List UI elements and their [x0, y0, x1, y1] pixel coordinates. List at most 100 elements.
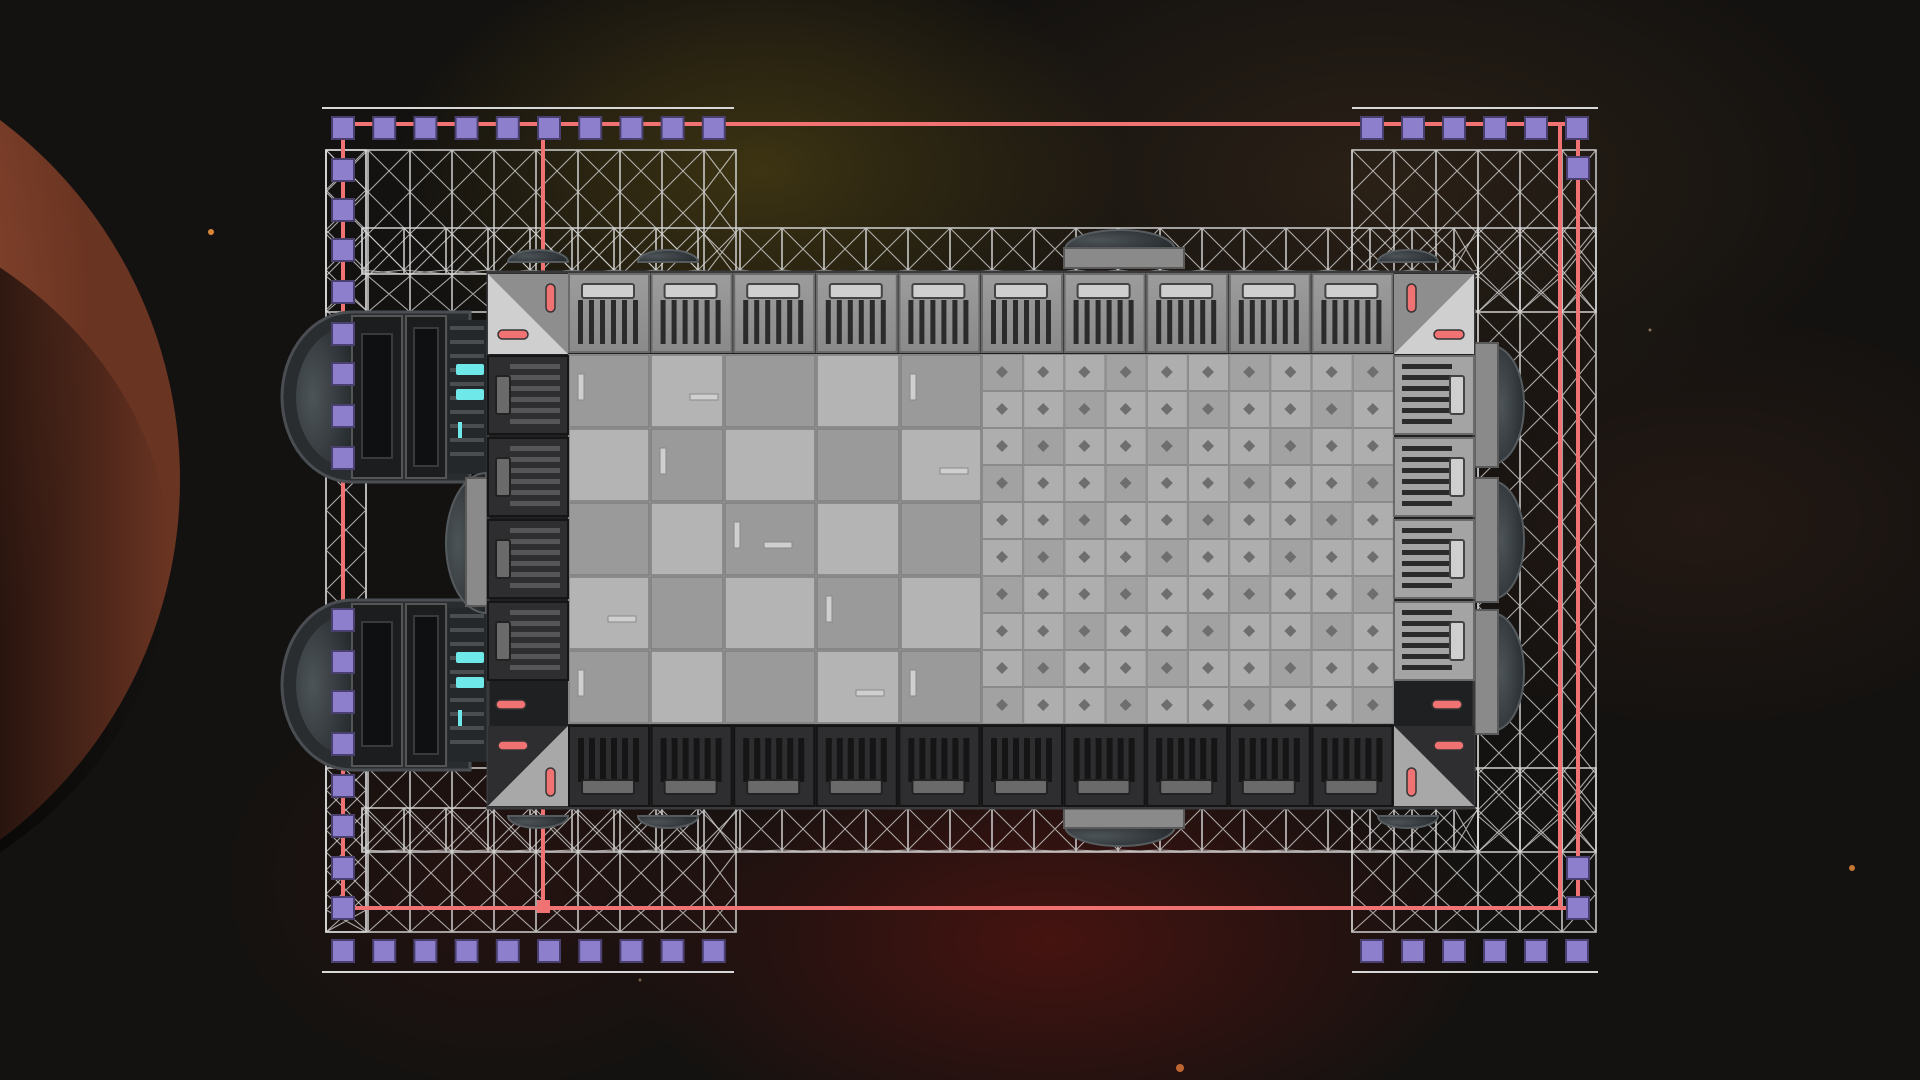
ship-hull[interactable]	[486, 270, 1476, 810]
connector-node-icon	[331, 939, 355, 963]
connector-node-icon	[331, 732, 355, 756]
rivet-icon	[1037, 662, 1050, 674]
bay-handle-icon	[1159, 779, 1214, 795]
vent-icon	[743, 738, 750, 782]
vent-icon	[1365, 738, 1372, 782]
rivet-icon	[1243, 514, 1256, 526]
vent-icon	[1106, 300, 1112, 344]
hull-panel	[900, 502, 982, 576]
vent-icon	[836, 300, 842, 344]
vent-icon	[1046, 300, 1051, 344]
hull-panel	[650, 576, 724, 650]
warning-light-icon	[497, 329, 529, 340]
rivet-icon	[1160, 366, 1173, 378]
vent-icon	[1402, 490, 1452, 495]
plate-tile	[982, 650, 1023, 687]
rivet-icon	[1325, 662, 1338, 674]
connector-node-icon	[1483, 939, 1507, 963]
hull-corner	[1394, 274, 1474, 354]
vent-icon	[1354, 300, 1360, 344]
hull-seam	[763, 541, 793, 549]
vent-icon	[622, 738, 628, 782]
left-modules	[487, 355, 569, 681]
connector-node-icon	[1524, 939, 1548, 963]
vent-icon	[510, 610, 560, 615]
rivet-icon	[1325, 403, 1338, 415]
connector-node-icon	[331, 116, 355, 140]
thruster-pod-icon	[1376, 249, 1440, 263]
vent-icon	[510, 375, 560, 380]
vent-icon	[693, 738, 700, 782]
thruster-pod-icon	[1491, 611, 1525, 733]
rivet-icon	[996, 366, 1008, 378]
vent-icon	[1402, 528, 1452, 533]
vent-icon	[1002, 300, 1007, 344]
vent-icon	[776, 738, 783, 782]
vent-icon	[715, 738, 722, 782]
connector-node-icon	[1401, 116, 1425, 140]
vent-icon	[880, 300, 886, 344]
glow-icon	[456, 389, 484, 400]
vent-icon	[930, 300, 936, 344]
rivet-icon	[1078, 551, 1091, 563]
connector-node-icon	[372, 116, 397, 140]
vent-icon	[1128, 738, 1135, 782]
vent-icon	[510, 468, 560, 473]
bay-handle-icon	[994, 283, 1048, 299]
hull-seam	[855, 689, 885, 697]
connector-node-icon	[1442, 116, 1466, 140]
hull-seam	[689, 393, 719, 401]
glow-icon	[458, 422, 462, 438]
bay-handle-icon	[1241, 779, 1296, 795]
vent-icon	[930, 738, 937, 782]
bay-handle-icon	[663, 283, 718, 299]
vent-icon	[1117, 738, 1124, 782]
vent-icon	[825, 300, 831, 344]
vent-icon	[1402, 561, 1452, 566]
hull-panel	[650, 354, 724, 428]
rivet-icon	[1366, 662, 1379, 674]
hull-corner	[488, 726, 568, 806]
hull-bracket	[1473, 609, 1499, 735]
rivet-icon	[1284, 662, 1297, 674]
vent-icon	[1402, 654, 1452, 659]
rivet-icon	[1119, 477, 1132, 489]
connector-node-icon	[1566, 896, 1590, 920]
rivet-icon	[1243, 588, 1256, 600]
hull-panel	[650, 502, 724, 576]
vent-icon	[908, 300, 914, 344]
hull-corner	[488, 274, 568, 354]
vent-icon	[1013, 738, 1019, 782]
vent-icon	[941, 738, 948, 782]
connector-node-icon	[331, 608, 355, 632]
vent-icon	[510, 528, 560, 533]
vent-icon	[510, 386, 560, 391]
vent-icon	[1365, 300, 1371, 344]
vent-icon	[1128, 300, 1134, 344]
connector-node-icon	[578, 116, 603, 140]
glow-icon	[456, 677, 484, 688]
rivet-icon	[1284, 699, 1297, 711]
rivet-icon	[1284, 588, 1297, 600]
vent-icon	[1321, 738, 1328, 782]
rivet-icon	[1078, 440, 1091, 452]
plate-tile	[1064, 650, 1106, 687]
plate-tile	[1146, 539, 1188, 576]
hull-seam	[577, 669, 585, 697]
vent-icon	[1332, 300, 1338, 344]
vent-icon	[510, 490, 560, 495]
warning-light-icon	[1433, 329, 1465, 340]
rivet-icon	[1325, 588, 1338, 600]
rivet-icon	[996, 625, 1008, 637]
rivet-icon	[1078, 514, 1091, 526]
warning-light-icon	[1433, 740, 1465, 751]
vent-icon	[1402, 397, 1452, 402]
vent-icon	[847, 300, 853, 344]
thruster-pod-icon	[1491, 479, 1525, 601]
rivet-icon	[1366, 699, 1379, 711]
connector-node-icon	[454, 116, 479, 140]
rivet-icon	[1325, 514, 1338, 526]
vent-icon	[704, 738, 711, 782]
rivet-icon	[1078, 699, 1091, 711]
connector-node-icon	[454, 939, 479, 963]
